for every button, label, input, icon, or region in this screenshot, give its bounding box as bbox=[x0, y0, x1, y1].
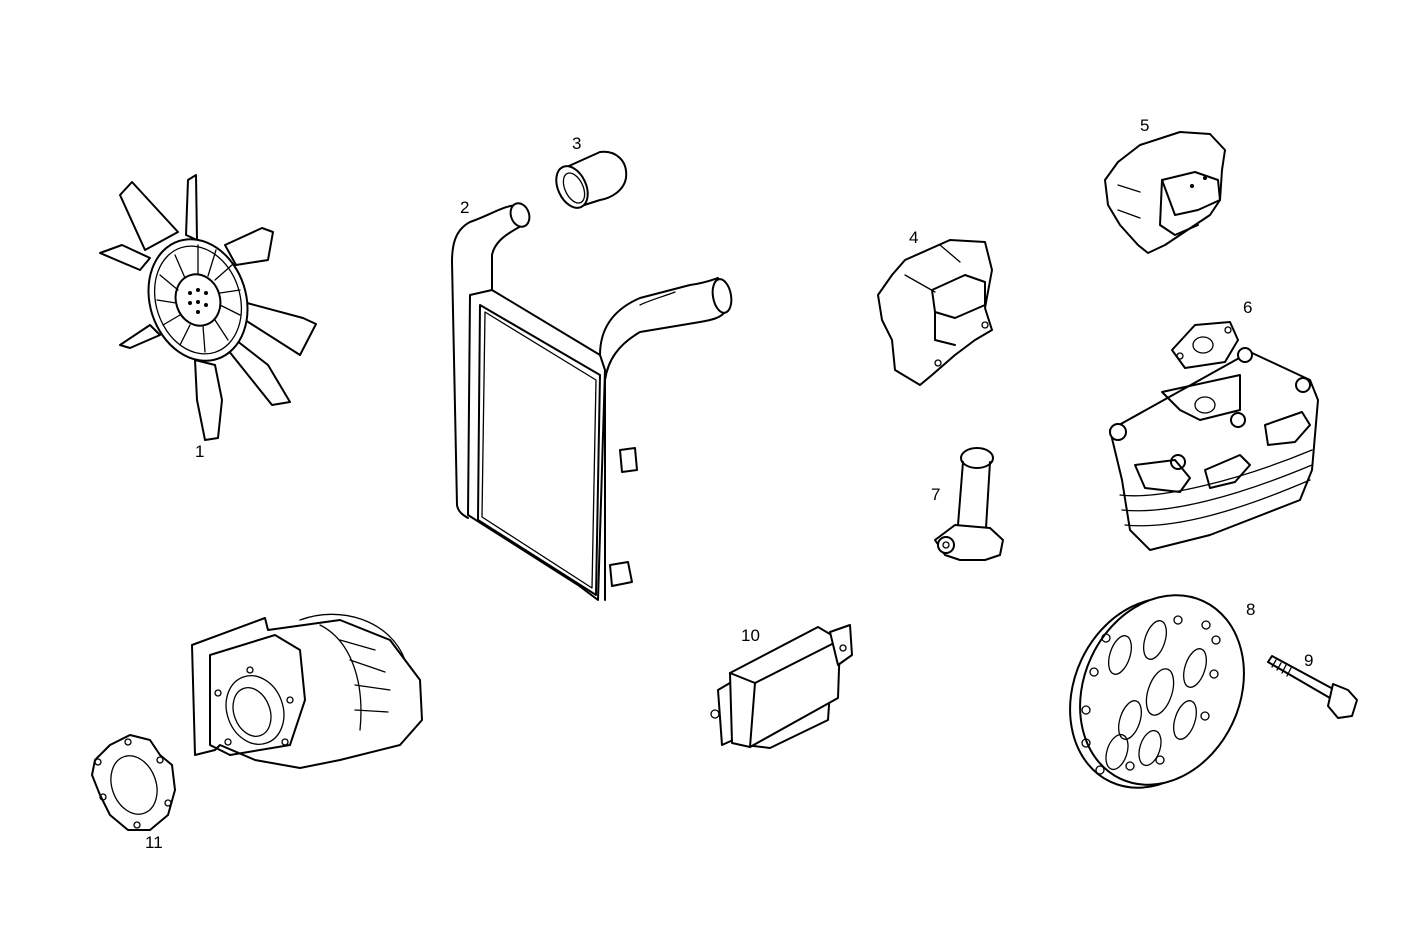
callout-7: 7 bbox=[931, 485, 941, 504]
hex-bolt-icon bbox=[1267, 655, 1358, 719]
callout-2: 2 bbox=[460, 198, 470, 217]
callout-5: 5 bbox=[1140, 116, 1150, 135]
pulley-disc-icon bbox=[1069, 594, 1245, 789]
callout-8: 8 bbox=[1246, 600, 1256, 619]
callout-9: 9 bbox=[1304, 651, 1314, 670]
oil-filler-pipe-icon bbox=[934, 447, 1004, 561]
flywheel-housing-icon bbox=[191, 613, 423, 769]
fan-icon bbox=[99, 174, 317, 441]
intercooler-icon bbox=[451, 202, 733, 601]
hose-sleeve-icon bbox=[555, 150, 628, 209]
callout-1: 1 bbox=[195, 442, 205, 461]
callout-10: 10 bbox=[741, 626, 760, 645]
engine-mount-bracket-icon bbox=[877, 239, 993, 386]
callout-4: 4 bbox=[909, 228, 919, 247]
engine-mount-bracket-icon bbox=[1104, 131, 1226, 254]
callout-3: 3 bbox=[572, 134, 582, 153]
oil-cooler-icon bbox=[1109, 321, 1319, 551]
control-unit-icon bbox=[710, 624, 853, 749]
callout-11: 11 bbox=[145, 833, 163, 852]
gasket-icon bbox=[91, 734, 176, 831]
callout-6: 6 bbox=[1243, 298, 1253, 317]
